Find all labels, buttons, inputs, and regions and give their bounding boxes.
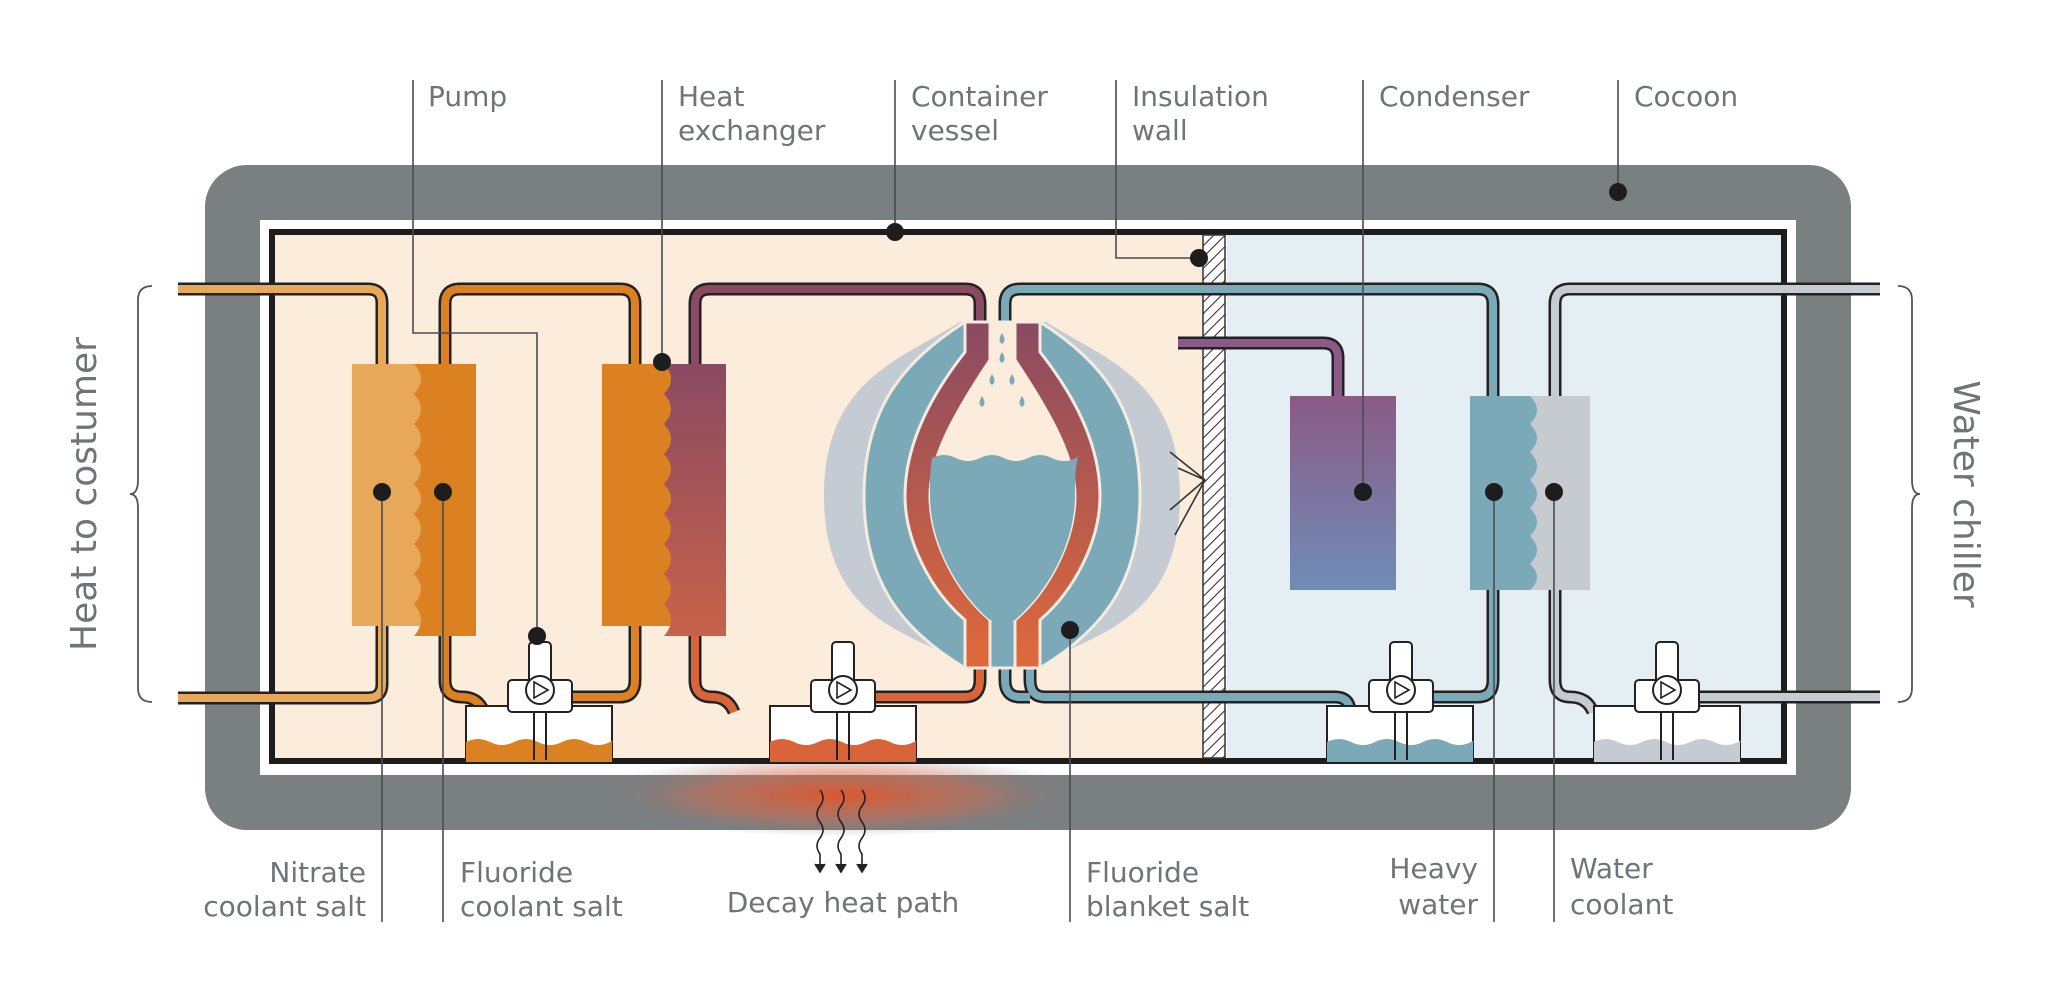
decay-heat-glow <box>600 753 1080 837</box>
leader-lines <box>381 80 1619 922</box>
leader-dots <box>373 183 1627 645</box>
pump-tank-3 <box>1326 641 1475 763</box>
insulation-wall <box>1202 234 1226 759</box>
reactor-core <box>824 320 1206 670</box>
label-pump: Pump <box>428 80 507 113</box>
label-heat-to-costumer: Heat to costumer <box>64 337 105 651</box>
label-cocoon: Cocoon <box>1634 80 1738 113</box>
heat-exchanger-2 <box>602 364 726 636</box>
condenser <box>1290 396 1396 590</box>
decay-heat-arrows <box>814 789 868 874</box>
container-vessel <box>269 229 1787 764</box>
fuel-salt-loop <box>688 282 987 715</box>
label-decay-heat-path: Decay heat path <box>727 886 959 919</box>
left-brace <box>129 285 153 703</box>
label-condenser: Condenser <box>1379 80 1530 113</box>
right-brace <box>1897 285 1921 703</box>
heat-exchanger-1 <box>352 364 476 636</box>
blanket-salt-loop <box>998 282 1500 713</box>
pump-tank-2 <box>769 641 918 763</box>
water-coolant-loop <box>1548 282 1880 715</box>
heavy-water-line <box>1178 336 1345 396</box>
pump-tank-4 <box>1593 641 1742 763</box>
pump-tank-1 <box>465 641 614 763</box>
fluoride-coolant-loop <box>438 282 642 715</box>
label-water-chiller: Water chiller <box>1945 380 1986 608</box>
